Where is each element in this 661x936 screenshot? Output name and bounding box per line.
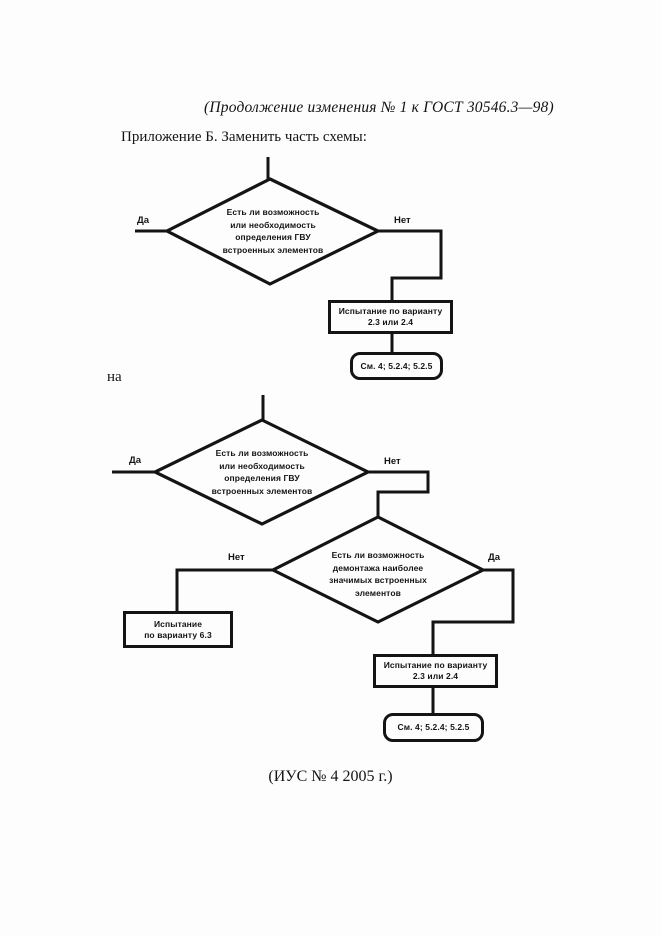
connector-word: на bbox=[107, 369, 122, 385]
fc2-process-yes-text: Испытание по варианту 2.3 или 2.4 bbox=[383, 660, 488, 681]
fc2-terminal-box: См. 4; 5.2.4; 5.2.5 bbox=[383, 713, 484, 742]
fc1-no-label: Нет bbox=[394, 215, 411, 226]
fc1-process-box: Испытание по варианту 2.3 или 2.4 bbox=[328, 300, 453, 334]
fc2-decision2-yes-label: Да bbox=[488, 552, 501, 563]
fc2-decision2-text: Есть ли возможность демонтажа наиболее з… bbox=[329, 550, 427, 598]
fc1-decision-diamond bbox=[163, 177, 382, 286]
fc1-no-line bbox=[378, 229, 443, 301]
fc1-terminal-box: См. 4; 5.2.4; 5.2.5 bbox=[350, 352, 443, 380]
fc2-decision2-yes-line bbox=[431, 568, 515, 655]
fc2-decision1-text: Есть ли возможность или необходимость оп… bbox=[211, 448, 313, 496]
fc1-decision-text: Есть ли возможность или необходимость оп… bbox=[222, 207, 324, 255]
footer-note: (ИУС № 4 2005 г.) bbox=[268, 768, 393, 785]
fc2-process-no-box: Испытание по варианту 6.3 bbox=[123, 611, 233, 648]
fc2-decision1-yes-label: Да bbox=[129, 455, 142, 466]
fc2-decision1-diamond bbox=[151, 418, 372, 526]
fc1-terminal-text: См. 4; 5.2.4; 5.2.5 bbox=[360, 360, 433, 371]
fc2-decision2-diamond bbox=[269, 515, 487, 624]
fc2-process-yes-box: Испытание по варианту 2.3 или 2.4 bbox=[373, 654, 498, 688]
fc2-decision2-no-line bbox=[175, 568, 273, 612]
fc1-yes-label: Да bbox=[137, 215, 150, 226]
fc1-process-text: Испытание по варианту 2.3 или 2.4 bbox=[338, 306, 443, 327]
fc2-process-no-text: Испытание по варианту 6.3 bbox=[144, 618, 212, 640]
fc2-terminal-text: См. 4; 5.2.4; 5.2.5 bbox=[397, 722, 470, 732]
fc2-decision2-no-label: Нет bbox=[228, 552, 245, 563]
instruction-line: Приложение Б. Заменить часть схемы: bbox=[121, 129, 367, 145]
fc2-decision1-no-line bbox=[368, 470, 430, 518]
header-note: (Продолжение изменения № 1 к ГОСТ 30546.… bbox=[204, 99, 554, 116]
fc2-decision1-no-label: Нет bbox=[384, 456, 401, 467]
